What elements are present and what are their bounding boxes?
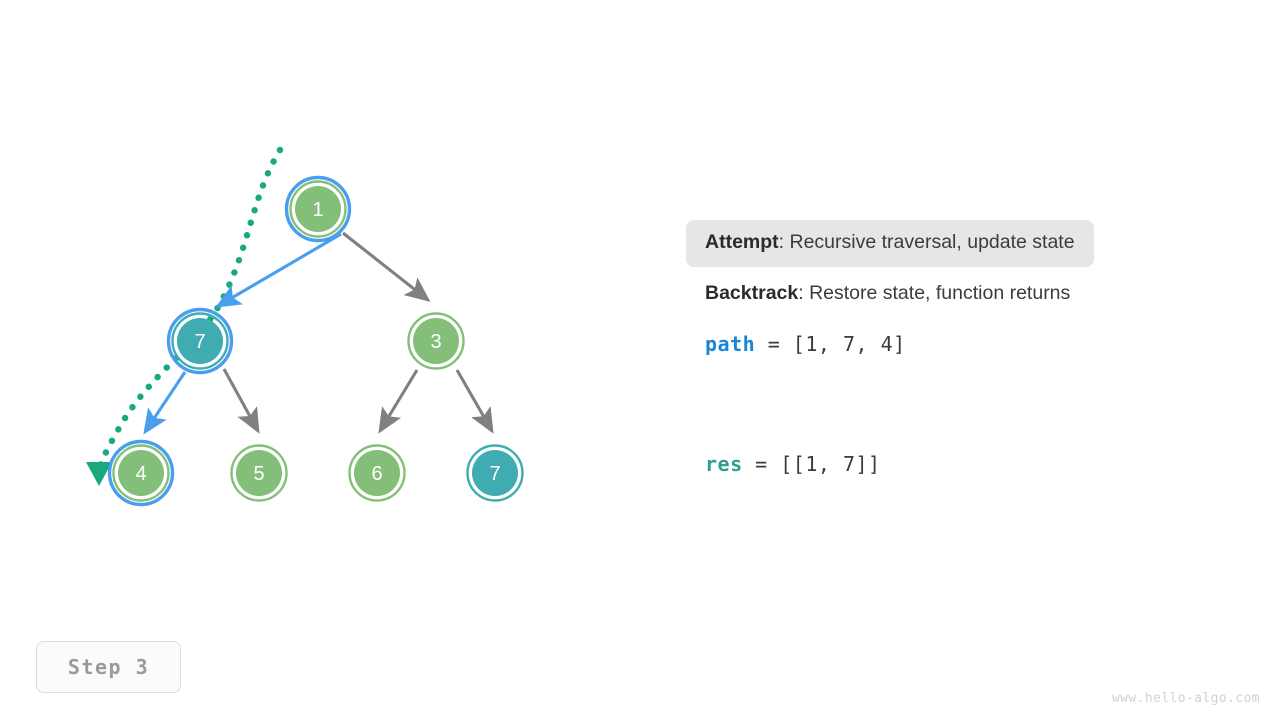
- tree-node-7-n2: 7: [166, 307, 234, 375]
- backtrack-row: Backtrack: Restore state, function retur…: [705, 282, 1070, 304]
- res-variable-value: = [[1, 7]]: [742, 452, 881, 476]
- recursion-tree-graphic: 1 7 3 4 5 6 7: [86, 146, 524, 507]
- node-label: 5: [253, 463, 264, 485]
- tree-nodes: 1 7 3 4 5 6 7: [107, 175, 524, 507]
- edge-3-7: [455, 369, 494, 434]
- path-variable-value: = [1, 7, 4]: [755, 332, 906, 356]
- step-badge: Step 3: [36, 641, 181, 693]
- tree-node-6-n6: 6: [348, 444, 406, 502]
- tree-node-1-n1: 1: [284, 175, 352, 243]
- node-label: 1: [312, 199, 323, 221]
- path-variable-name: path: [705, 332, 756, 356]
- tree-node-3-n3: 3: [407, 312, 465, 370]
- node-highlight-ring: [284, 175, 352, 243]
- attempt-text: : Recursive traversal, update state: [778, 231, 1075, 253]
- node-circle: [295, 186, 341, 232]
- node-outer-ring: [407, 312, 465, 370]
- node-circle: [236, 450, 282, 496]
- tree-node-7-n7: 7: [466, 444, 524, 502]
- edge-1-3: [342, 231, 431, 302]
- node-highlight-ring: [166, 307, 234, 375]
- trace-arrowhead-icon: [86, 462, 112, 486]
- edge-1-7: [215, 232, 342, 308]
- node-circle: [472, 450, 518, 496]
- tree-edges: [143, 231, 494, 435]
- node-circle: [413, 318, 459, 364]
- res-variable-row: res = [[1, 7]]: [705, 452, 881, 476]
- edge-3-6: [378, 369, 419, 434]
- node-circle: [118, 450, 164, 496]
- node-outer-ring: [348, 444, 406, 502]
- attempt-term: Attempt: [705, 231, 779, 253]
- backtrack-text: : Restore state, function returns: [798, 282, 1071, 304]
- backtrack-term: Backtrack: [705, 282, 799, 304]
- watermark: www.hello-algo.com: [1111, 691, 1260, 706]
- tree-node-5-n5: 5: [230, 444, 288, 502]
- res-variable-name: res: [705, 452, 743, 476]
- node-outer-ring: [466, 444, 524, 502]
- edge-7-4: [143, 371, 187, 435]
- node-circle: [177, 318, 223, 364]
- path-variable-row: path = [1, 7, 4]: [705, 332, 906, 356]
- node-outer-ring: [112, 444, 170, 502]
- attempt-highlight-box: Attempt: Recursive traversal, update sta…: [686, 220, 1094, 267]
- node-label: 7: [194, 331, 205, 353]
- node-label: 6: [371, 463, 382, 485]
- node-outer-ring: [171, 312, 229, 370]
- tree-node-4-n4: 4: [107, 439, 175, 507]
- node-outer-ring: [230, 444, 288, 502]
- node-outer-ring: [289, 180, 347, 238]
- node-label: 3: [430, 331, 441, 353]
- node-circle: [354, 450, 400, 496]
- edge-7-5: [222, 368, 260, 434]
- node-label: 4: [135, 463, 146, 485]
- node-highlight-ring: [107, 439, 175, 507]
- node-label: 7: [489, 463, 500, 485]
- backtrack-line: Backtrack: Restore state, function retur…: [705, 282, 1070, 304]
- attempt-row: Attempt: Recursive traversal, update sta…: [686, 220, 1094, 267]
